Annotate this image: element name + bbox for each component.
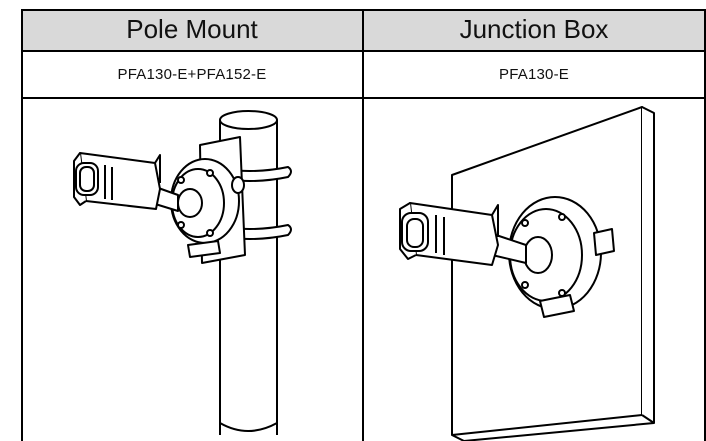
model-row: PFA130-E+PFA152-E PFA130-E xyxy=(0,50,706,98)
table-border-left xyxy=(21,9,23,441)
header-junction-box: Junction Box xyxy=(363,9,705,50)
model-pole-mount: PFA130-E+PFA152-E xyxy=(117,65,267,83)
header-pole-mount: Pole Mount xyxy=(21,9,363,50)
table-divider-vertical xyxy=(362,9,364,441)
junction-box-wall-mount-illustration xyxy=(399,106,655,441)
model-junction-box: PFA130-E xyxy=(499,65,569,83)
table-border-right xyxy=(704,9,706,441)
pole-mount-camera-illustration xyxy=(73,110,292,435)
header-row: Pole Mount Junction Box xyxy=(0,9,706,50)
